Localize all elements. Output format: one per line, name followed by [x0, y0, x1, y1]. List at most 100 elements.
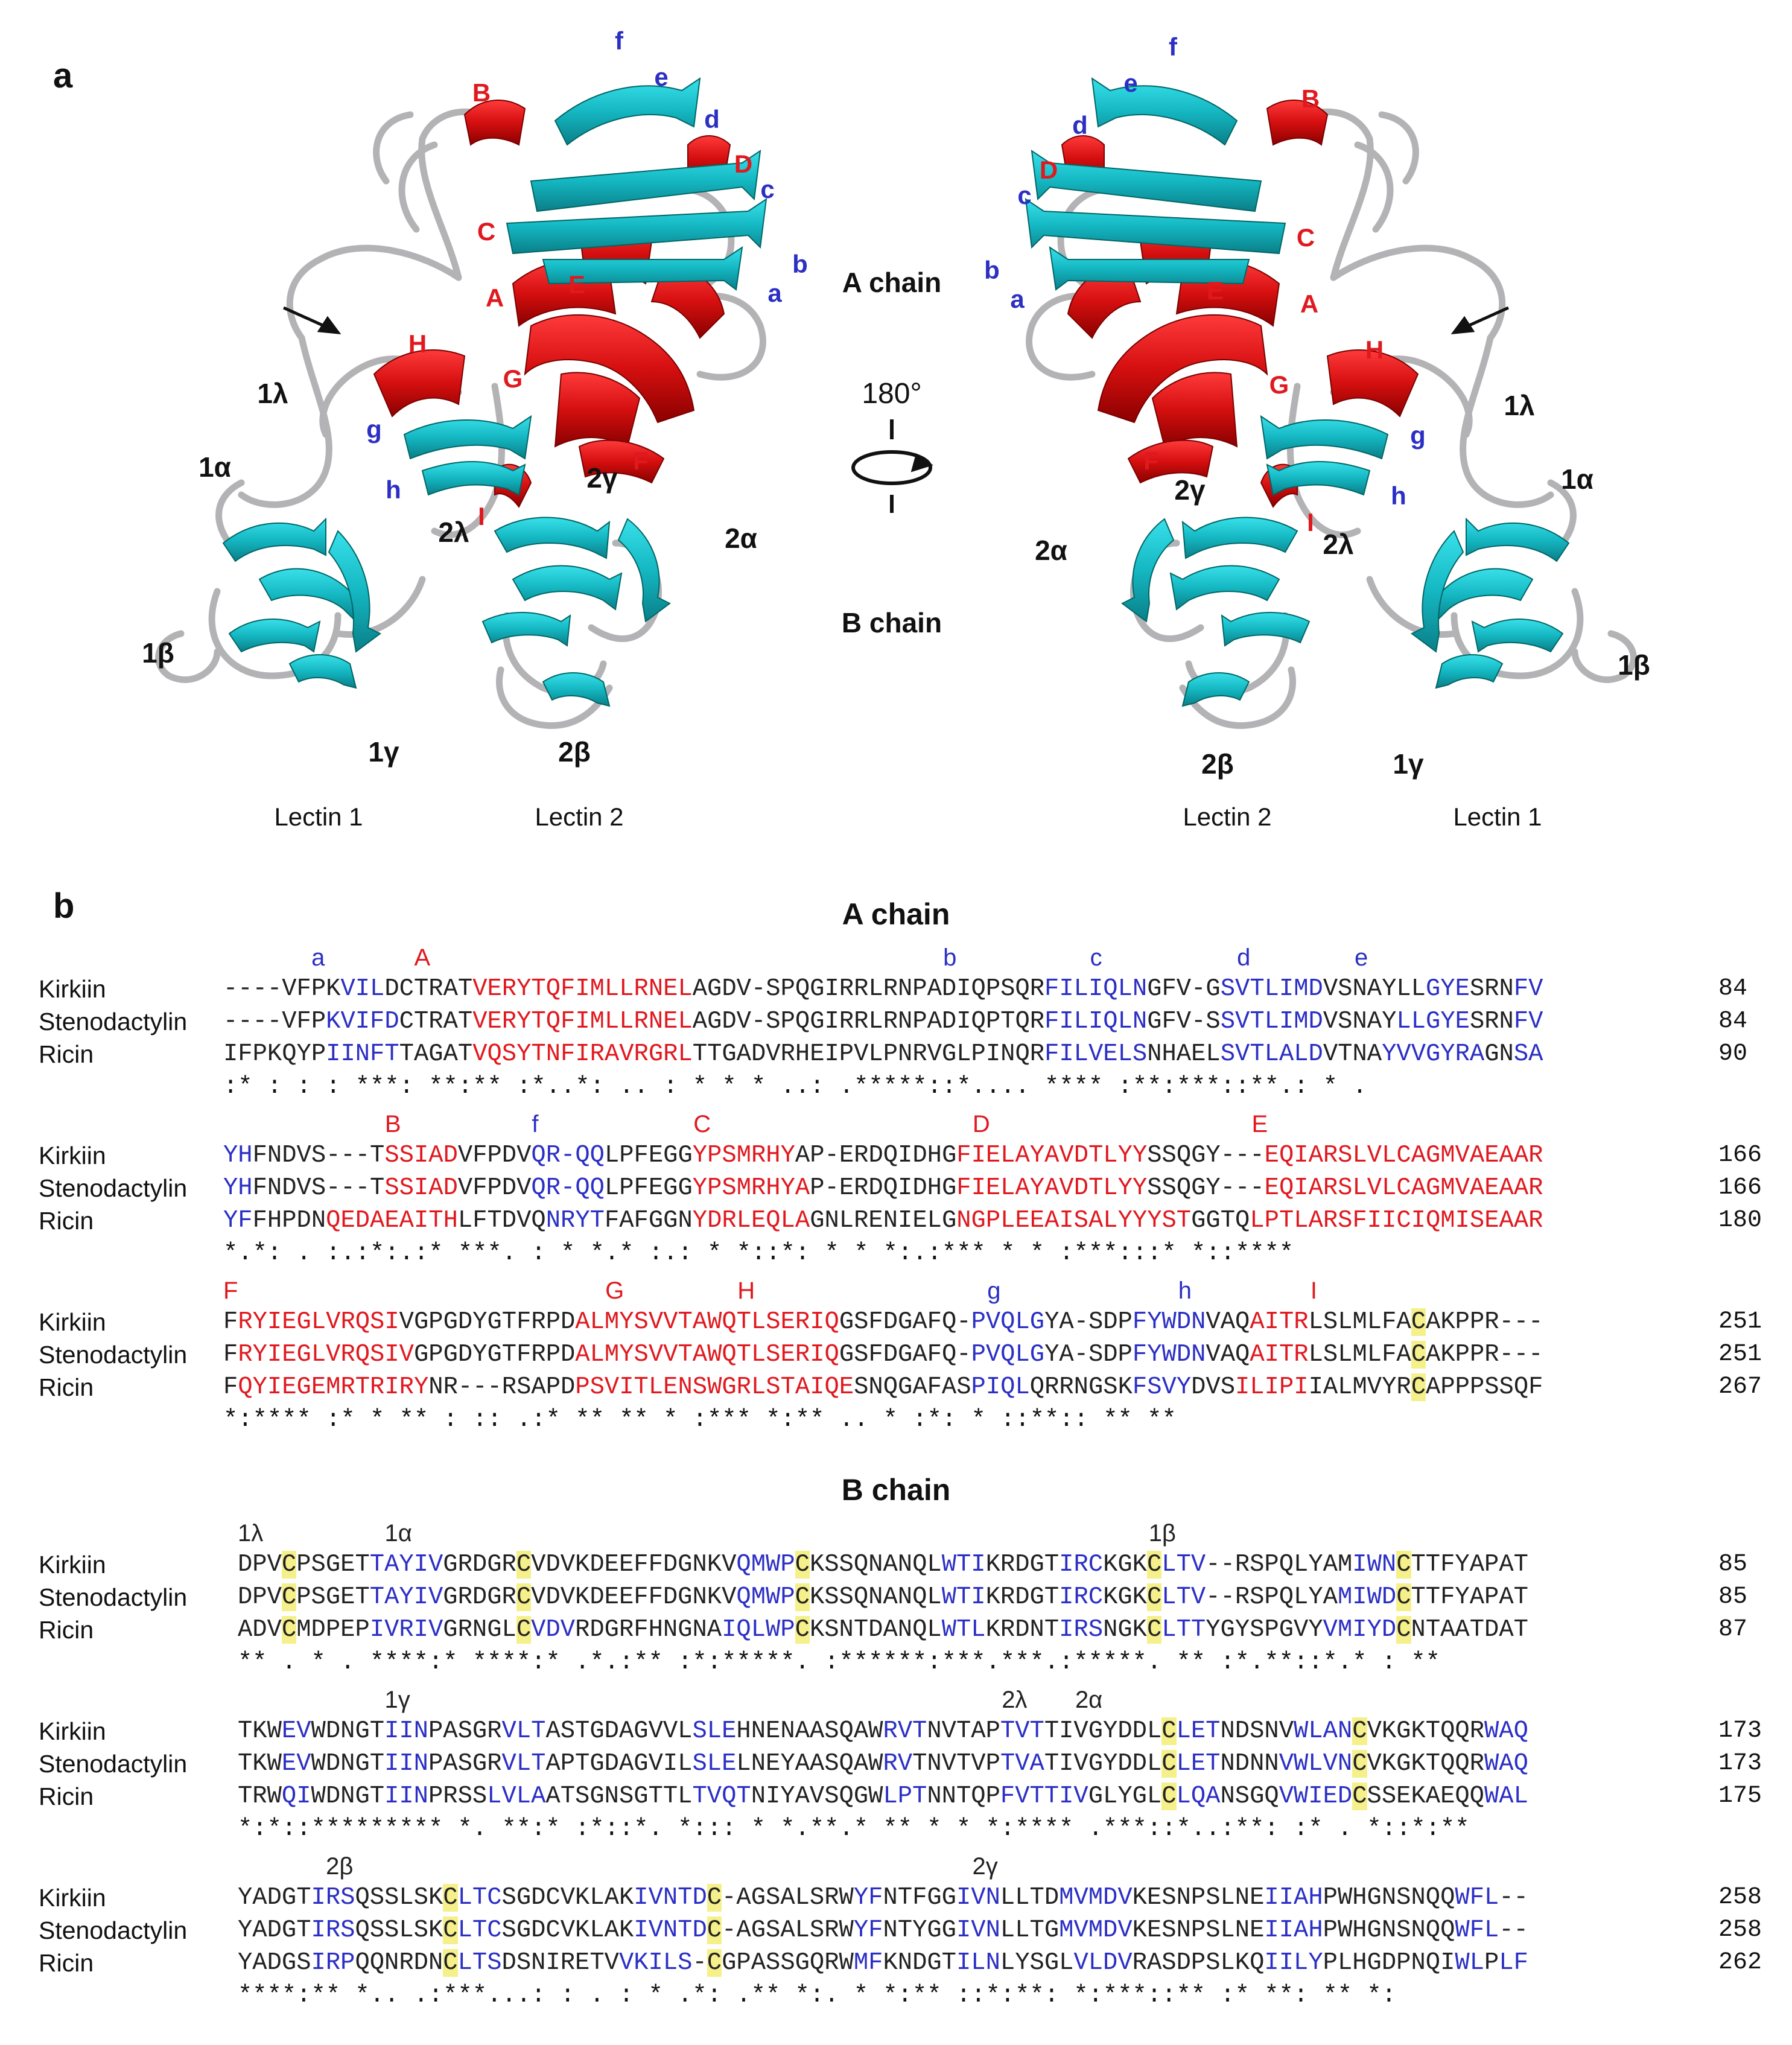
sequence-row: ----VFPKVIFDCTRATVERYTQFIMLLRNELAGDV-SPQ…: [223, 1008, 1543, 1035]
strand-label: g: [1410, 421, 1426, 450]
strand-label: e: [1123, 69, 1137, 97]
lectin-domain-label: 2α: [725, 523, 757, 554]
residue-count: 267: [1718, 1373, 1762, 1401]
sequence-row: YFFHPDNQEDAEAITHLFTDVQNRYTFAFGGNYDRLEQLA…: [223, 1207, 1543, 1235]
sequence-name: Kirkiin: [39, 1884, 106, 1912]
residue-count: 90: [1718, 1040, 1748, 1067]
residue-count: 166: [1718, 1174, 1762, 1201]
b-chain-label: B chain: [842, 607, 942, 638]
residue-count: 175: [1718, 1783, 1762, 1810]
sequence-row: IFPKQYPIINFTTAGATVQSYTNFIRAVRGRLTTGADVRH…: [223, 1040, 1543, 1068]
residue-count: 173: [1718, 1717, 1762, 1744]
lectin-domain-label: 2β: [1201, 748, 1234, 780]
sequence-name: Ricin: [39, 1616, 94, 1644]
residue-count: 251: [1718, 1308, 1762, 1335]
sequence-row: FQYIEGEMRTRIRYNR---RSAPDPSVITLENSWGRLSTA…: [223, 1373, 1543, 1401]
sequence-name: Kirkiin: [39, 1142, 106, 1169]
residue-count: 173: [1718, 1750, 1762, 1777]
helix-label: A: [486, 284, 504, 312]
lectin-domain-label: 1β: [142, 637, 174, 669]
sequence-row: YADGTIRSQSSLSKCLTCSGDCVKLAKIVNTDC-AGSALS…: [238, 1916, 1528, 1944]
ss-element-label: f: [532, 1111, 539, 1137]
sequence-name: Stenodactylin: [39, 1174, 188, 1202]
a-chain-title: A chain: [842, 897, 950, 931]
residue-count: 262: [1718, 1949, 1762, 1976]
helix-label: F: [1143, 447, 1159, 475]
helix-label: F: [633, 447, 649, 475]
b-chain-title: B chain: [841, 1473, 951, 1507]
sequence-name: Stenodactylin: [39, 1750, 188, 1778]
sequence-name: Kirkiin: [39, 1551, 106, 1579]
sequence-name: Kirkiin: [39, 975, 106, 1003]
ss-element-label: C: [693, 1111, 711, 1137]
residue-count: 84: [1718, 1008, 1748, 1035]
strand-label: d: [1072, 111, 1088, 139]
lectin-domain-label: 2β: [558, 736, 591, 768]
sequence-row: DPVCPSGETTAYIVGRDGRCVDVKDEEFFDGNKVQMWPCK…: [238, 1551, 1528, 1579]
ss-element-label: 1λ: [238, 1520, 264, 1547]
sequence-name: Ricin: [39, 1040, 94, 1068]
helix-label: I: [1307, 508, 1314, 536]
rotation-icon: [851, 419, 933, 513]
lectin-2-label-left: Lectin 2: [535, 803, 623, 831]
residue-count: 251: [1718, 1341, 1762, 1368]
ss-element-label: 1β: [1148, 1520, 1176, 1547]
conservation-row: *.*: . :.:*:.:* ***. : * *.* :.: * *::*:…: [223, 1239, 1294, 1267]
sequence-row: DPVCPSGETTAYIVGRDGRCVDVKDEEFFDGNKVQMWPCK…: [238, 1583, 1528, 1611]
ss-element-label: g: [987, 1277, 1001, 1304]
residue-count: 85: [1718, 1583, 1748, 1611]
lectin-1-label-left: Lectin 1: [274, 803, 363, 831]
strand-label: f: [1169, 33, 1178, 61]
residue-count: 166: [1718, 1142, 1762, 1169]
residue-count: 85: [1718, 1551, 1748, 1578]
helix-label: C: [477, 217, 495, 246]
sequence-name: Stenodactylin: [39, 1008, 188, 1035]
lectin-domain-label: 2α: [1035, 535, 1067, 566]
ss-element-label: h: [1178, 1277, 1192, 1304]
ss-element-label: G: [605, 1277, 624, 1304]
helix-label: E: [1207, 276, 1224, 305]
helix-label: D: [734, 150, 752, 178]
sequence-name: Kirkiin: [39, 1717, 106, 1745]
conservation-row: *:*::********* *. **:* :*::*. *::: * *.*…: [238, 1815, 1470, 1843]
strand-label: g: [366, 415, 382, 444]
strand-label: b: [792, 250, 808, 278]
conservation-row: :* : : : ***: **:** :*..*: .. : * * * ..…: [223, 1073, 1367, 1101]
sequence-row: TRWQIWDNGTIINPRSSLVLAATSGNSGTTLTVQTNIYAV…: [238, 1783, 1528, 1810]
ss-element-label: E: [1251, 1111, 1268, 1137]
strand-label: d: [704, 105, 720, 133]
ss-element-label: b: [943, 944, 957, 971]
strand-label: h: [1391, 482, 1406, 510]
lectin-domain-label: 1γ: [368, 736, 399, 768]
sequence-name: Kirkiin: [39, 1308, 106, 1336]
lectin-domain-label: 2γ: [586, 462, 618, 494]
residue-count: 87: [1718, 1616, 1748, 1643]
a-chain-label: A chain: [842, 267, 941, 298]
sequence-row: TKWEVWDNGTIINPASGRVLTASTGDAGVVLSLEHNENAA…: [238, 1717, 1528, 1745]
sequence-row: ----VFPKVILDCTRATVERYTQFIMLLRNELAGDV-SPQ…: [223, 975, 1543, 1003]
lectin-domain-label: 1λ: [257, 378, 288, 409]
ss-element-label: 2λ: [1002, 1687, 1028, 1713]
helix-label: C: [1297, 223, 1315, 252]
sequence-row: FRYIEGLVRQSIVGPGDYGTFRPDALMYSVVTAWQTLSER…: [223, 1341, 1543, 1369]
lectin-domain-label: 1α: [1561, 463, 1593, 495]
conservation-row: ** . * . ****:* ****:* .*.:** :*:*****. …: [238, 1649, 1440, 1676]
sequence-name: Ricin: [39, 1783, 94, 1810]
lectin-domain-label: 2λ: [438, 517, 469, 548]
helix-label: D: [1040, 156, 1058, 184]
lectin-domain-label: 2γ: [1174, 474, 1206, 506]
residue-count: 258: [1718, 1916, 1762, 1944]
conservation-row: *:**** :* * ** : :: .:* ** ** * :*** *:*…: [223, 1406, 1177, 1434]
ss-element-label: B: [384, 1111, 401, 1137]
ss-element-label: 2β: [326, 1853, 354, 1880]
residue-count: 180: [1718, 1207, 1762, 1234]
ss-element-label: a: [311, 944, 325, 971]
ss-element-label: 2γ: [972, 1853, 998, 1880]
lectin-domain-label: 2λ: [1323, 529, 1353, 560]
helix-label: H: [408, 329, 427, 358]
ss-element-label: 2α: [1075, 1687, 1103, 1713]
sequence-row: YHFNDVS---TSSIADVFPDVQR-QQLPFEGGYPSMRHYA…: [223, 1142, 1543, 1169]
sequence-row: YADGTIRSQSSLSKCLTCSGDCVKLAKIVNTDC-AGSALS…: [238, 1884, 1528, 1912]
helix-label: G: [1269, 371, 1289, 399]
